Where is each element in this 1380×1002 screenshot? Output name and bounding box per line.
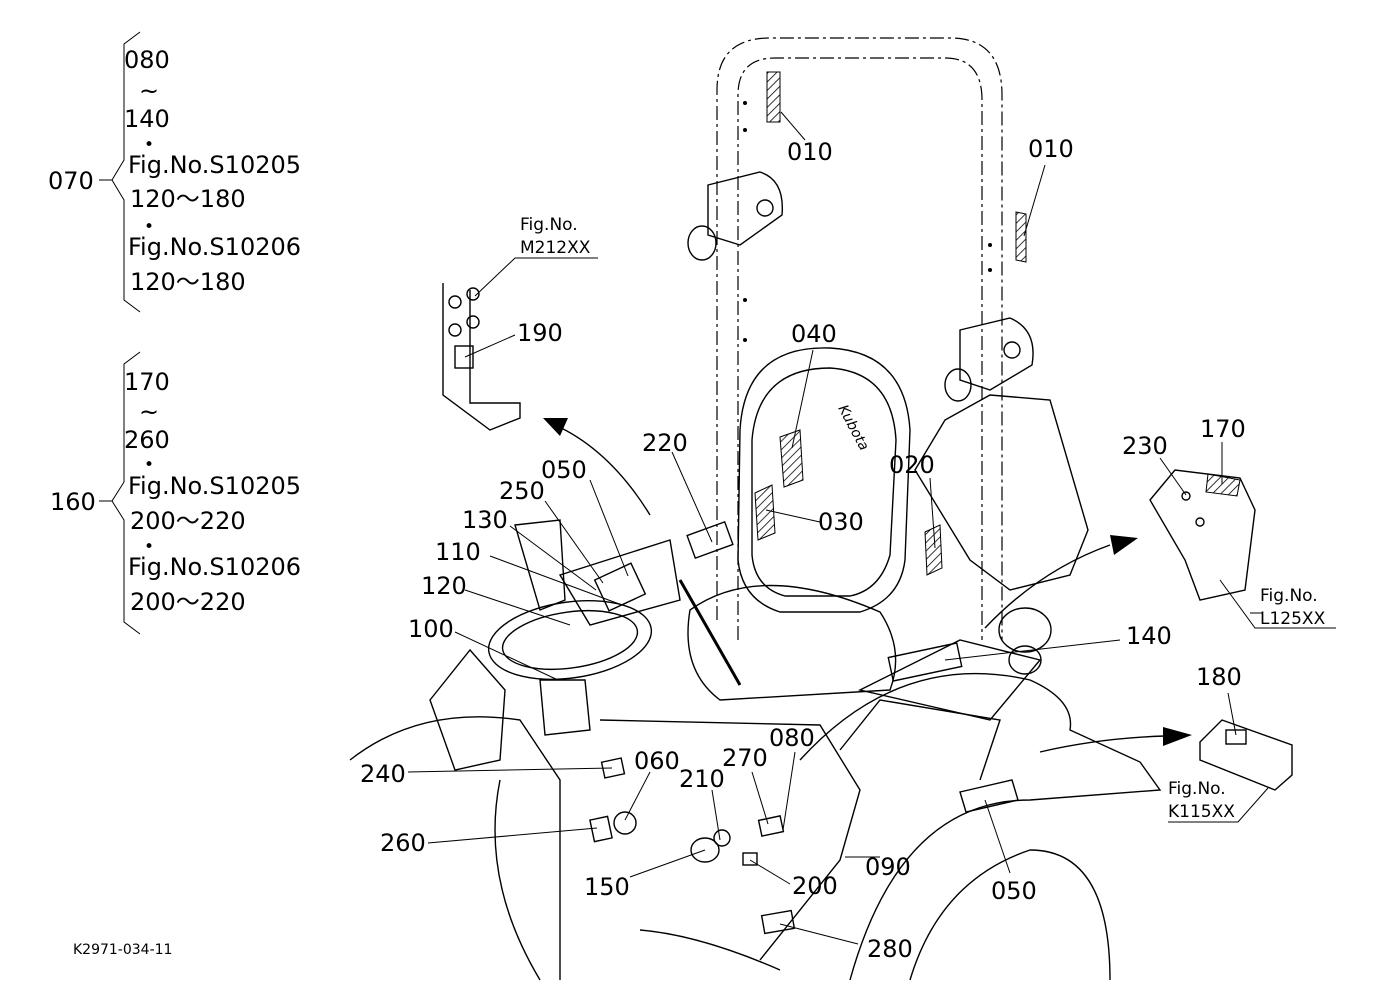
legend-line: Fig.No.S10206: [128, 233, 301, 261]
decal-050-rear: [959, 779, 1019, 813]
callout-110: 110: [435, 538, 481, 566]
legend-line: Fig.No.S10205: [128, 472, 301, 500]
fig-ref-label: Fig.No.: [520, 215, 578, 235]
legend-parent-070: 070: [48, 167, 94, 195]
fig-ref-label: Fig.No.: [1260, 586, 1318, 606]
decal-020: [924, 524, 943, 576]
flow-arrows: [543, 418, 1192, 753]
leader-lines: [407, 111, 1262, 945]
callout-210: 210: [679, 765, 725, 793]
callout-220: 220: [642, 429, 688, 457]
callout-190: 190: [517, 319, 563, 347]
legend-line: •: [144, 135, 154, 155]
fig-ref-m212: Fig.No. M212XX: [474, 215, 598, 297]
callout-130: 130: [462, 506, 508, 534]
inset-m212: [442, 283, 521, 431]
legend-line: ~: [139, 77, 159, 105]
legend-line: 120～180: [130, 185, 246, 213]
legend-line: 120～180: [130, 268, 246, 296]
callout-080: 080: [769, 724, 815, 752]
legend-line: ~: [139, 398, 159, 426]
callout-200: 200: [792, 872, 838, 900]
decal-010-left: [766, 71, 781, 123]
fig-ref-number: L125XX: [1260, 609, 1326, 629]
callout-270: 270: [722, 744, 768, 772]
legend-line: Fig.No.S10205: [128, 151, 301, 179]
inset-l125: [1149, 469, 1256, 601]
decal-040: [779, 429, 804, 488]
callout-060: 060: [634, 747, 680, 775]
fig-ref-number: M212XX: [520, 238, 591, 258]
fender-right: [914, 394, 1089, 675]
callout-180: 180: [1196, 663, 1242, 691]
drawing-code: K2971-034-11: [73, 942, 172, 958]
seat: Kubota: [687, 347, 911, 701]
callout-150: 150: [584, 873, 630, 901]
callout-050: 050: [991, 877, 1037, 905]
fig-ref-number: K115XX: [1168, 802, 1235, 822]
legend-line: 200～220: [130, 507, 246, 535]
callout-090: 090: [865, 853, 911, 881]
decal-010-right: [1015, 211, 1027, 263]
callout-labels: 010 010 190 040 220 050 250 130 110 120 …: [360, 135, 1246, 963]
callout-230: 230: [1122, 432, 1168, 460]
legend-line: 080: [124, 46, 170, 74]
callout-250: 250: [499, 477, 545, 505]
callout-050: 050: [541, 456, 587, 484]
seat-brand-mark: Kubota: [834, 402, 871, 453]
callout-010: 010: [1028, 135, 1074, 163]
legend-line: •: [144, 537, 154, 557]
callout-020: 020: [889, 451, 935, 479]
legend-line: 170: [124, 368, 170, 396]
legend-group-160: 160 170 ~ 260 • Fig.No.S10205 200～220 • …: [50, 351, 301, 635]
decal-030: [754, 484, 776, 541]
steering-and-dash: [349, 519, 861, 981]
inset-k115: [1199, 719, 1293, 791]
decal-170: [1205, 473, 1241, 497]
callout-040: 040: [791, 320, 837, 348]
legend-line: 140: [124, 105, 170, 133]
rear-fender-and-wheel: [799, 639, 1162, 981]
legend-line: •: [144, 217, 154, 237]
legend-line: •: [144, 455, 154, 475]
callout-140: 140: [1126, 622, 1172, 650]
callout-120: 120: [421, 572, 467, 600]
legend-parent-160: 160: [50, 488, 96, 516]
legend-line: Fig.No.S10206: [128, 553, 301, 581]
fig-ref-label: Fig.No.: [1168, 779, 1226, 799]
legend-line: 200～220: [130, 588, 246, 616]
callout-260: 260: [380, 829, 426, 857]
callout-030: 030: [818, 508, 864, 536]
callout-170: 170: [1200, 415, 1246, 443]
rops-frame: [687, 37, 1034, 640]
callout-010: 010: [787, 138, 833, 166]
legend-group-070: 070 080 ~ 140 • Fig.No.S10205 120～180 • …: [48, 31, 301, 313]
callout-280: 280: [867, 935, 913, 963]
fig-ref-l125: Fig.No. L125XX: [1219, 579, 1336, 629]
fig-ref-k115: Fig.No. K115XX: [1168, 779, 1269, 823]
callout-100: 100: [408, 615, 454, 643]
callout-240: 240: [360, 760, 406, 788]
legend-line: 260: [124, 426, 170, 454]
